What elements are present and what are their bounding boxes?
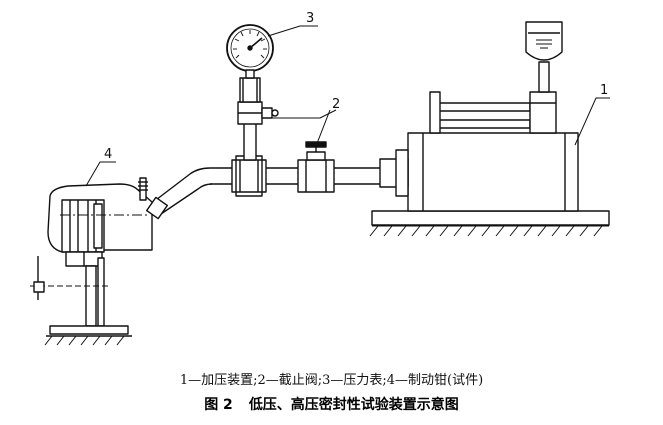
pressurizing-device [369, 21, 610, 237]
device-guide-rods [436, 102, 531, 112]
device-base-plate [371, 210, 610, 226]
brake-caliper [30, 177, 169, 346]
figure-caption: 图 2 低压、高压密封性试验装置示意图 [0, 394, 663, 414]
legend-caption: 1—加压装置;2—截止阀;3—压力表;4—制动钳(试件) [179, 373, 484, 388]
valve-handle-icon [305, 141, 327, 148]
pipe-tee-fitting [231, 159, 267, 193]
callout-2: 2 [332, 97, 340, 112]
figure-number: 图 2 [204, 397, 233, 413]
callout-3: 3 [306, 11, 314, 26]
gauge-riser [237, 77, 279, 161]
callout-leaders [85, 25, 610, 187]
device-ground-hatch [369, 225, 609, 237]
pressure-gauge-icon [226, 24, 274, 79]
callout-4: 4 [104, 147, 112, 162]
oil-reservoir-cup [525, 21, 563, 61]
pressure-pipe-line [147, 155, 380, 217]
callout-1: 1 [600, 83, 608, 98]
figure-title: 低压、高压密封性试验装置示意图 [248, 397, 459, 413]
callout-labels: 1 2 3 4 [104, 11, 608, 162]
device-main-body [407, 132, 579, 212]
shutoff-valve [297, 141, 335, 193]
